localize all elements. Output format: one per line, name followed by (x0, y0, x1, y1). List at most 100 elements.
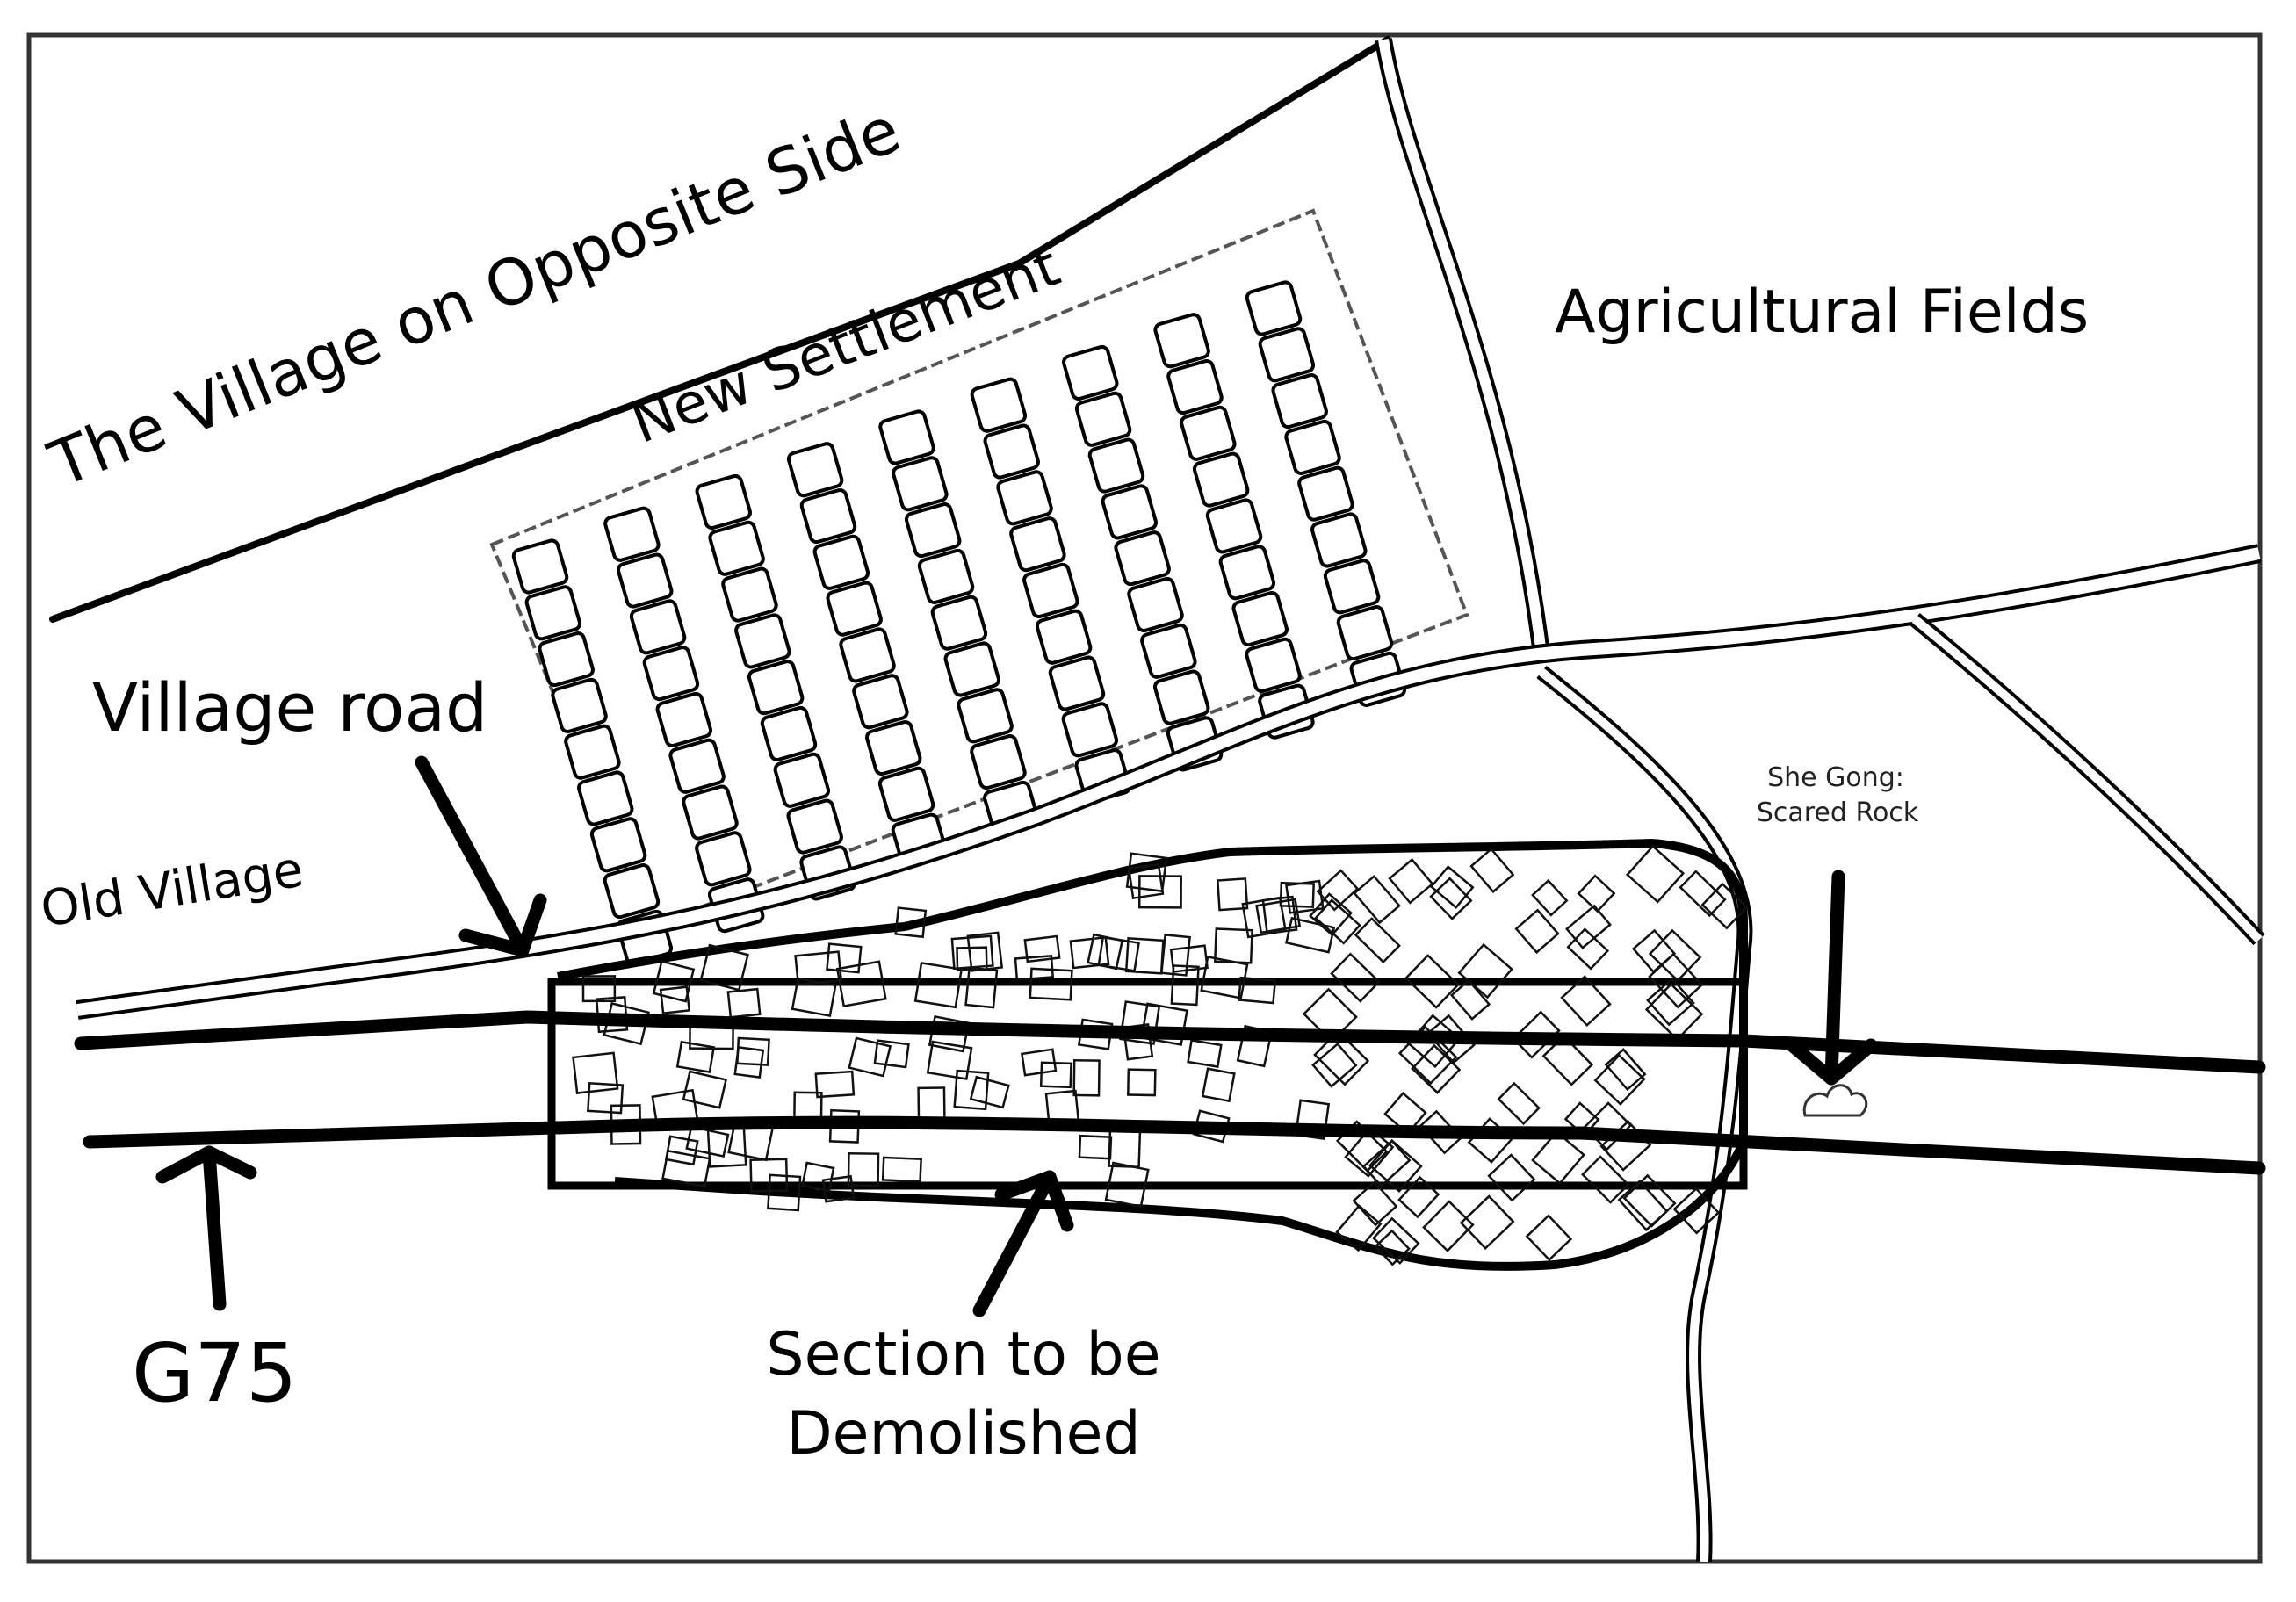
old-village-house (1187, 1039, 1223, 1068)
old-village-house (1577, 874, 1616, 913)
old-village-house (1565, 904, 1612, 949)
settlement-house (773, 752, 831, 808)
old-village-house (1119, 1000, 1161, 1045)
settlement-house (1048, 655, 1106, 711)
old-village-house (1449, 978, 1491, 1021)
old-village-house (1108, 1126, 1142, 1169)
settlement-house (1153, 313, 1210, 369)
settlement-units (511, 280, 1407, 965)
old-village-house (1374, 1229, 1411, 1266)
old-village-house (1648, 952, 1704, 1009)
settlement-house (655, 691, 713, 747)
settlement-house (1271, 373, 1328, 429)
settlement-house (1114, 530, 1171, 587)
old-village-house (1700, 882, 1749, 930)
old-village-house (1127, 862, 1165, 900)
settlement-house (917, 548, 975, 604)
old-village-house (1023, 934, 1061, 963)
settlement-house (708, 520, 765, 576)
settlement-house (1205, 498, 1263, 554)
old-village-house (1419, 1109, 1462, 1155)
settlement-house (629, 599, 687, 655)
old-village-house (1467, 1117, 1514, 1164)
old-village-house (1014, 955, 1055, 981)
settlement-house (1140, 623, 1197, 679)
settlement-house (695, 831, 752, 887)
settlement-house (1245, 637, 1302, 693)
old-village-house (1383, 1091, 1427, 1136)
settlement-house (1087, 437, 1145, 494)
settlement-house (786, 798, 843, 855)
settlement-house (511, 538, 569, 595)
g75-highway-north-edge (74, 1010, 2266, 1074)
old-village-house (1124, 936, 1165, 975)
old-village-house (917, 1086, 946, 1122)
old-village-house (1087, 933, 1124, 971)
old-village-house (1487, 1153, 1536, 1202)
settlement-house (1061, 702, 1119, 758)
old-village-house (1368, 1138, 1423, 1193)
g75-arrow (155, 1145, 257, 1311)
settlement-house (1101, 484, 1159, 540)
old-village-house (1255, 898, 1302, 934)
old-village-house (1397, 1175, 1440, 1219)
old-village-house (1078, 1134, 1113, 1160)
settlement-house (603, 863, 661, 920)
settlement-house (616, 552, 674, 609)
old-village-house (1353, 875, 1401, 925)
old-village-house (1411, 1043, 1462, 1094)
old-village-house (1201, 1067, 1236, 1103)
old-village-house (1330, 952, 1381, 1003)
settlement-house (760, 705, 818, 762)
old-village-house (848, 1036, 892, 1078)
settlement-house (551, 677, 608, 733)
old-village-house (1581, 1155, 1630, 1204)
settlement-house (1245, 280, 1303, 336)
settlement-house (957, 688, 1014, 744)
settlement-house (970, 377, 1028, 433)
old-village-house (659, 985, 691, 1015)
old-village-house (1404, 954, 1460, 1009)
old-village-house (926, 1040, 973, 1080)
old-village-house (894, 906, 928, 939)
settlement-house (839, 627, 896, 683)
settlement-house (1218, 545, 1276, 601)
settlement-house (1284, 419, 1341, 475)
section-to-be-label: Section to be (766, 1320, 1160, 1389)
old-village-house (1422, 1200, 1475, 1252)
old-village-house (1072, 1058, 1101, 1097)
old-village-house (1457, 942, 1513, 999)
old-village-house (953, 1069, 990, 1111)
settlement-house (943, 641, 1000, 697)
settlement-house (524, 585, 582, 641)
settlement-house (904, 502, 962, 559)
old-village-houses (572, 844, 1749, 1266)
old-village-house (1429, 865, 1475, 909)
demolition-section (547, 978, 1748, 1190)
old-village-house (1406, 1014, 1462, 1069)
old-village-house (1672, 1187, 1721, 1235)
old-village-house (706, 1125, 747, 1168)
old-village-house (881, 1156, 922, 1183)
old-village-house (1531, 1129, 1585, 1185)
old-village-house (1426, 1014, 1476, 1064)
map-frame (26, 32, 2263, 1564)
village-road-arrow (415, 755, 547, 957)
agricultural-fields-label: Agricultural Fields (1555, 278, 2089, 347)
settlement-house (799, 488, 857, 545)
old-village-house (964, 966, 999, 1009)
old-village-house (913, 961, 964, 1009)
settlement-house (1152, 669, 1210, 725)
old-village-house (1160, 933, 1191, 977)
settlement-house (864, 720, 922, 776)
she-gong-arrow (1785, 870, 1878, 1086)
old-village-house (652, 960, 696, 1003)
old-village-house (969, 1075, 1010, 1109)
old-village-house (1625, 844, 1686, 904)
g75-label: G75 (132, 1326, 297, 1420)
settlement-house (996, 470, 1053, 526)
settlement-house (1336, 605, 1394, 661)
settlement-house (1166, 359, 1224, 415)
settlement-house (564, 724, 621, 780)
